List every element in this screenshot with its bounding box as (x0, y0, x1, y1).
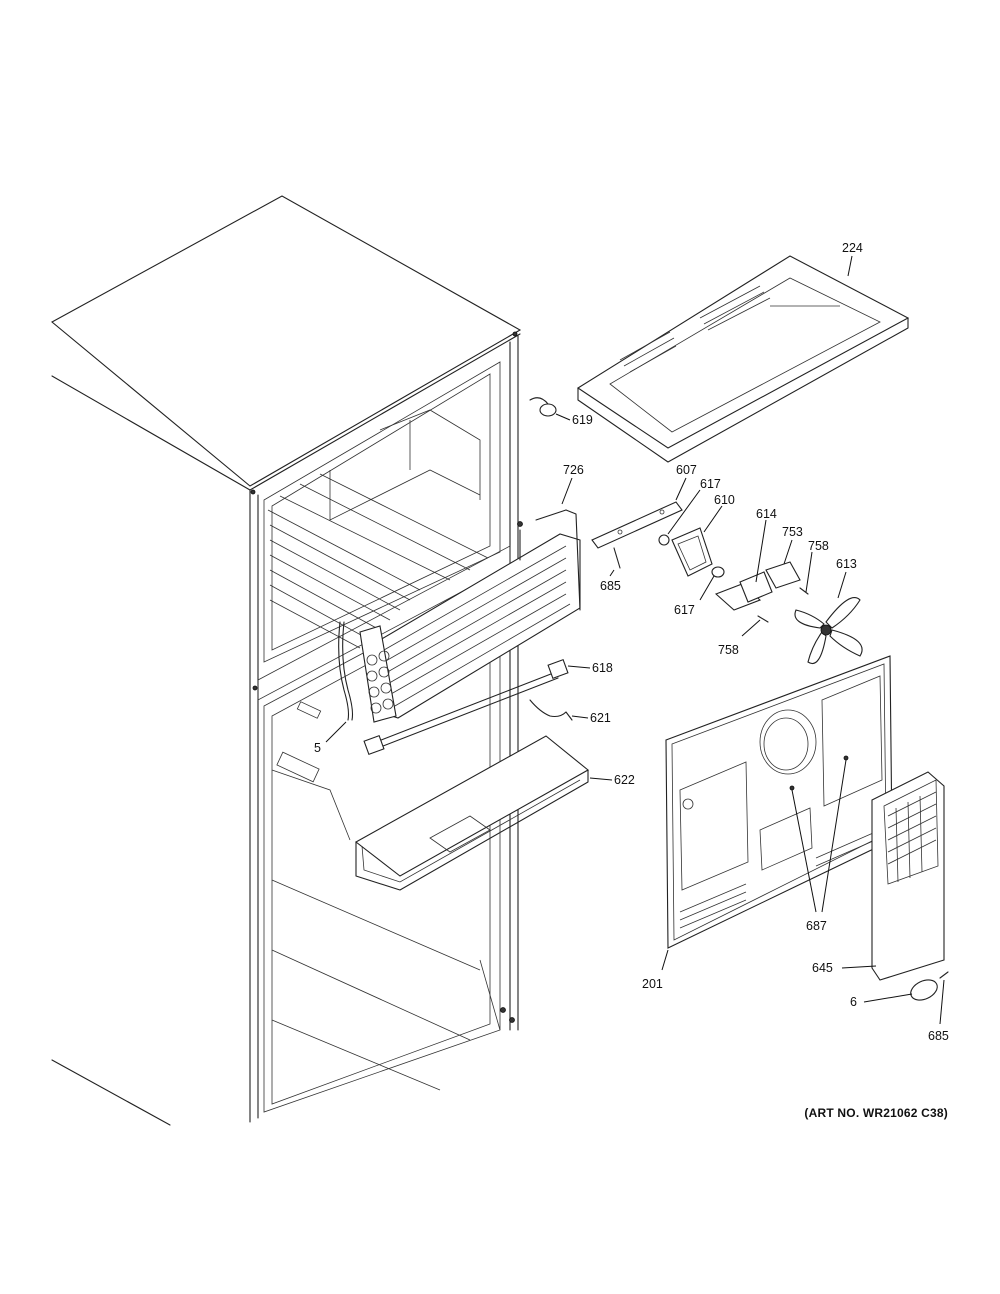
callout-619: 619 (572, 413, 593, 427)
callout-758-upper: 758 (808, 539, 829, 553)
callout-753: 753 (782, 525, 803, 539)
callout-618: 618 (592, 661, 613, 675)
callout-5: 5 (314, 741, 321, 755)
part-607-bracket: 607 685 (591, 463, 697, 593)
callout-613: 613 (836, 557, 857, 571)
callout-622: 622 (614, 773, 635, 787)
callout-685-upper: 685 (600, 579, 621, 593)
callout-726: 726 (563, 463, 584, 477)
part-622-pan: 622 (355, 735, 635, 891)
part-614-mount: 614 753 758 758 (714, 507, 829, 657)
part-5-harness: 5 (314, 621, 354, 755)
callout-201: 201 (642, 977, 663, 991)
callout-610: 610 (714, 493, 735, 507)
callout-617-lower: 617 (674, 603, 695, 617)
callout-607: 607 (676, 463, 697, 477)
part-726-evaporator: 726 (359, 463, 584, 723)
part-610-fan-motor: 617 610 617 (658, 477, 735, 617)
refrigerator-cabinet (51, 195, 522, 1126)
art-number: (ART NO. WR21062 C38) (804, 1106, 948, 1120)
callout-687: 687 (806, 919, 827, 933)
part-645-grille: 645 (812, 771, 945, 981)
part-621-clip: 621 (529, 699, 611, 725)
part-224-shelf: 224 (576, 241, 910, 463)
part-619-sensor: 619 (529, 397, 593, 427)
callout-617-upper: 617 (700, 477, 721, 491)
callout-6: 6 (850, 995, 857, 1009)
callout-614: 614 (756, 507, 777, 521)
callout-685-lower: 685 (928, 1029, 949, 1043)
callout-758-lower: 758 (718, 643, 739, 657)
part-201-cover: 687 201 (642, 655, 893, 991)
callout-621: 621 (590, 711, 611, 725)
callout-224: 224 (842, 241, 863, 255)
part-613-fan-blade: 613 (794, 557, 863, 664)
callout-645: 645 (812, 961, 833, 975)
part-6-socket: 6 685 (850, 971, 949, 1043)
part-618-heater: 618 (363, 658, 613, 756)
